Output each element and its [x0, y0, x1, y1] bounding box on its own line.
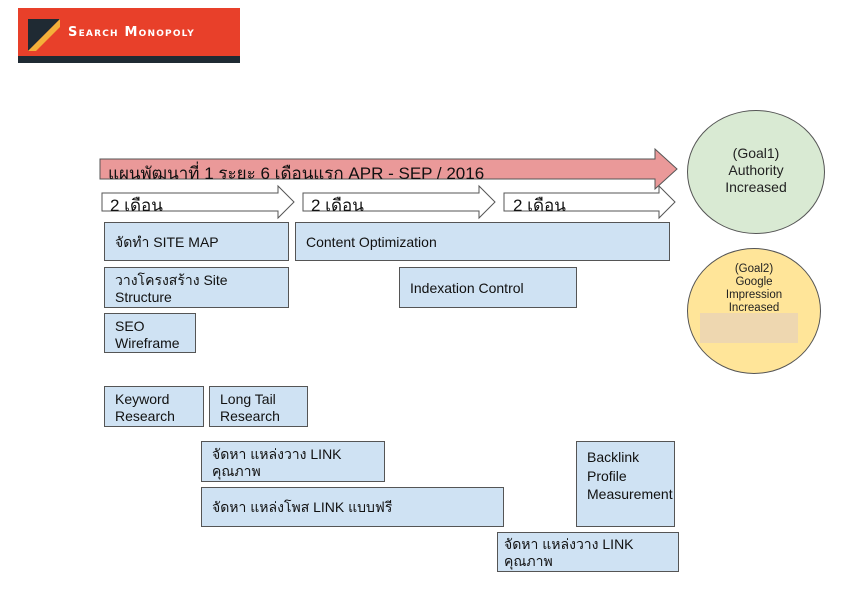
goal-2-circle: (Goal2) Google Impression Increased [687, 248, 821, 374]
phase-arrow-3-shape [503, 184, 676, 220]
task-quality-link-source-2: จัดหา แหล่งวาง LINK คุณภาพ [497, 532, 679, 572]
logo-wordmark: Search Monopoly [68, 25, 195, 40]
logo-mark-icon [28, 19, 60, 51]
goal-2-line1: (Goal2) [734, 263, 774, 275]
task-seo-wireframe: SEO Wireframe [104, 313, 196, 353]
task-site-structure: วางโครงสร้าง Site Structure [104, 267, 289, 308]
phase-arrow-2-shape [302, 184, 496, 220]
main-arrow-label: แผนพัฒนาที่ 1 ระยะ 6 เดือนแรก APR - SEP … [108, 164, 485, 183]
goal-1-line1: (Goal1) [732, 145, 780, 161]
goal-2-line3: Impression [725, 289, 783, 301]
goal-1-circle: (Goal1) Authority Increased [687, 110, 825, 234]
main-arrow-shape [99, 147, 678, 191]
task-free-link-source: จัดหา แหล่งโพส LINK แบบฟรี [201, 487, 504, 527]
task-quality-link-source-1: จัดหา แหล่งวาง LINK คุณภาพ [201, 441, 385, 482]
goal-2-obscured-patch [700, 313, 798, 343]
task-indexation-control: Indexation Control [399, 267, 577, 308]
phase-arrow-1-shape [101, 184, 295, 220]
goal-1-line2: Authority [728, 162, 784, 178]
task-long-tail-research: Long Tail Research [209, 386, 308, 427]
task-keyword-research: Keyword Research [104, 386, 204, 427]
search-monopoly-logo: Search Monopoly [18, 8, 240, 63]
task-content-optimization: Content Optimization [295, 222, 670, 261]
phase-arrow-3-label: 2 เดือน [513, 196, 566, 215]
phase-arrow-2-label: 2 เดือน [311, 196, 364, 215]
task-site-map: จัดทำ SITE MAP [104, 222, 289, 261]
goal-2-line4: Increased [728, 302, 780, 314]
goal-2-line2: Google [735, 276, 773, 288]
logo-strip [18, 56, 240, 63]
task-backlink-profile: Backlink Profile Measurement [576, 441, 675, 527]
phase-arrow-1-label: 2 เดือน [110, 196, 163, 215]
goal-1-line3: Increased [725, 179, 787, 195]
